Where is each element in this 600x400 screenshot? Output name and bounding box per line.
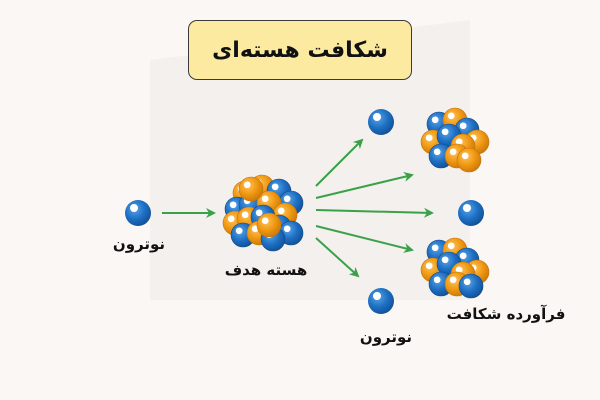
highlight [441, 256, 449, 264]
highlight [455, 266, 463, 274]
highlight [283, 225, 291, 233]
highlight [455, 138, 463, 146]
incoming-neutron [125, 200, 151, 226]
arrow-middle [315, 207, 434, 218]
highlight [447, 112, 455, 120]
proton-ball [456, 147, 482, 173]
highlight [241, 211, 249, 219]
highlight [425, 262, 433, 270]
released-neutron-middle [458, 200, 484, 226]
highlight [277, 207, 285, 215]
fission-product-top [420, 107, 490, 173]
highlight [431, 244, 439, 252]
highlight [459, 122, 467, 130]
arrow-up-steep [315, 138, 364, 187]
label-fission-products: فرآورده شکافت [446, 305, 566, 323]
highlight [271, 183, 279, 191]
highlight [463, 278, 471, 286]
highlight [459, 252, 467, 260]
highlight [261, 195, 269, 203]
highlight [235, 227, 243, 235]
highlight [283, 195, 291, 203]
highlight [227, 215, 235, 223]
arrow-down [315, 225, 414, 253]
title-box: شکافت هسته‌ای [188, 20, 412, 80]
fission-product-bottom [420, 237, 490, 299]
highlight [243, 181, 251, 189]
proton-ball [238, 176, 264, 202]
label-released-neutron: نوترون [359, 328, 413, 346]
label-incoming-neutron: نوترون [112, 235, 166, 253]
highlight [251, 225, 259, 233]
label-target-nucleus: هسته هدف [224, 261, 308, 279]
released-neutron-top [368, 109, 394, 135]
released-neutron-bottom [368, 288, 394, 314]
highlight [433, 148, 441, 156]
highlight [261, 217, 269, 225]
highlight [431, 116, 439, 124]
highlight [255, 209, 263, 217]
reaction-arrows [162, 138, 434, 278]
highlight [441, 128, 449, 136]
diagram-title: شکافت هسته‌ای [212, 37, 388, 63]
highlight [461, 152, 469, 160]
highlight [229, 201, 237, 209]
highlight [425, 134, 433, 142]
neutron-ball [458, 273, 484, 299]
arrow-up [315, 172, 414, 199]
highlight [449, 148, 457, 156]
proton-ball [256, 212, 282, 238]
highlight [433, 276, 441, 284]
target-nucleus [222, 174, 304, 252]
arrow-down-steep [315, 237, 360, 278]
highlight [447, 242, 455, 250]
highlight [449, 276, 457, 284]
